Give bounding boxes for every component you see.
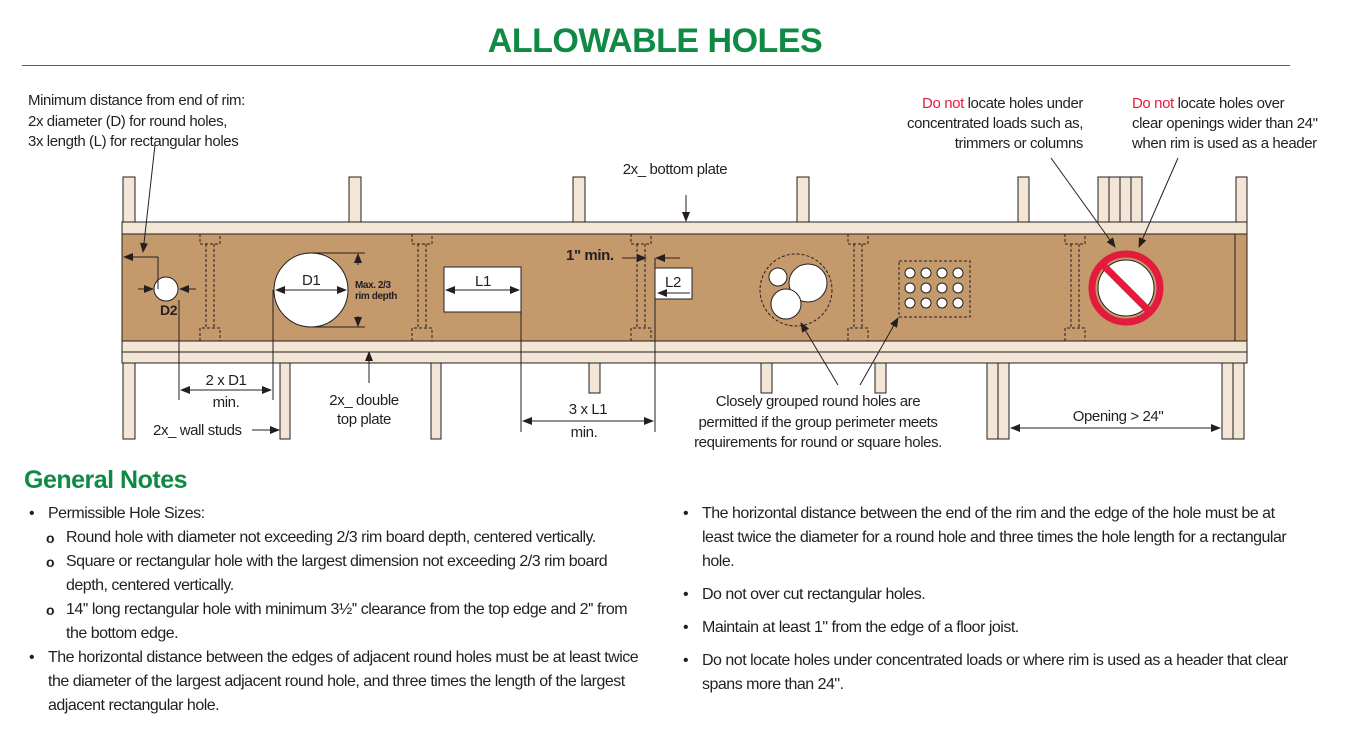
note-item: Do not locate holes under concentrated l… bbox=[678, 649, 1290, 697]
title-divider bbox=[22, 65, 1290, 66]
d1-label: D1 bbox=[302, 272, 320, 289]
note-item: Permissible Hole Sizes: bbox=[24, 502, 644, 526]
min-distance-label-2: 2x diameter (D) for round holes, bbox=[28, 113, 227, 130]
min-distance-label-1: Minimum distance from end of rim: bbox=[28, 92, 245, 109]
two-d1-min-label: min. bbox=[213, 394, 240, 411]
concentrated-loads-label-3: trimmers or columns bbox=[955, 135, 1083, 152]
two-d1-label: 2 x D1 bbox=[206, 372, 247, 389]
note-item: Maintain at least 1" from the edge of a … bbox=[678, 616, 1290, 640]
one-inch-min-label: 1" min. bbox=[566, 247, 614, 264]
notes-right-column: The horizontal distance between the end … bbox=[678, 502, 1290, 706]
round-hole-d2 bbox=[153, 276, 179, 302]
hole-grid bbox=[904, 267, 964, 309]
rim-board-diagram: Minimum distance from end of rim: 2x dia… bbox=[28, 92, 1318, 451]
note-item: 14'' long rectangular hole with minimum … bbox=[24, 598, 644, 646]
hole-group-perimeter bbox=[759, 253, 833, 327]
note-item: Round hole with diameter not exceeding 2… bbox=[24, 526, 644, 550]
note-item: The horizontal distance between the edge… bbox=[24, 646, 644, 718]
max-depth-label-1: Max. 2/3 bbox=[355, 280, 392, 291]
notes-left-column: Permissible Hole Sizes:Round hole with d… bbox=[24, 502, 644, 718]
d2-label: D2 bbox=[160, 302, 178, 318]
grouped-holes-label-3: requirements for round or square holes. bbox=[694, 434, 942, 451]
page-title: ALLOWABLE HOLES bbox=[487, 22, 823, 60]
concentrated-loads-label-1: Do not locate holes under bbox=[922, 95, 1083, 112]
general-notes-heading: General Notes bbox=[24, 466, 188, 494]
min-distance-label-3: 3x length (L) for rectangular holes bbox=[28, 133, 238, 150]
l2-label: L2 bbox=[665, 274, 681, 291]
wall-studs-label: 2x_ wall studs bbox=[153, 422, 242, 439]
hole-grid-perimeter bbox=[898, 260, 971, 318]
l1-label: L1 bbox=[475, 273, 491, 290]
concentrated-loads-label-2: concentrated loads such as, bbox=[907, 115, 1083, 132]
three-l1-label: 3 x L1 bbox=[569, 401, 608, 418]
clear-opening-label-2: clear openings wider than 24" bbox=[1132, 115, 1318, 132]
three-l1-min-label: min. bbox=[571, 424, 598, 441]
grouped-holes-label-1: Closely grouped round holes are bbox=[716, 393, 920, 410]
clear-opening-label-3: when rim is used as a header bbox=[1131, 135, 1317, 152]
max-depth-label-2: rim depth bbox=[355, 291, 397, 302]
top-plate-lower bbox=[121, 351, 1248, 364]
floor-joists bbox=[199, 234, 1086, 341]
clear-opening-label-1: Do not locate holes over bbox=[1132, 95, 1285, 112]
bottom-plate bbox=[121, 221, 1248, 235]
prohibited-icon bbox=[1088, 250, 1164, 326]
opening-label: Opening > 24" bbox=[1073, 408, 1164, 425]
double-top-plate-label-1: 2x_ double bbox=[329, 392, 398, 409]
grouped-holes-label-2: permitted if the group perimeter meets bbox=[698, 414, 937, 431]
note-item: Do not over cut rectangular holes. bbox=[678, 583, 1290, 607]
note-item: The horizontal distance between the end … bbox=[678, 502, 1290, 574]
top-plate-upper bbox=[121, 340, 1248, 353]
upper-wall-studs bbox=[122, 176, 1248, 223]
double-top-plate-label-2: top plate bbox=[337, 411, 391, 428]
bottom-plate-label: 2x_ bottom plate bbox=[623, 161, 728, 178]
note-item: Square or rectangular hole with the larg… bbox=[24, 550, 644, 598]
